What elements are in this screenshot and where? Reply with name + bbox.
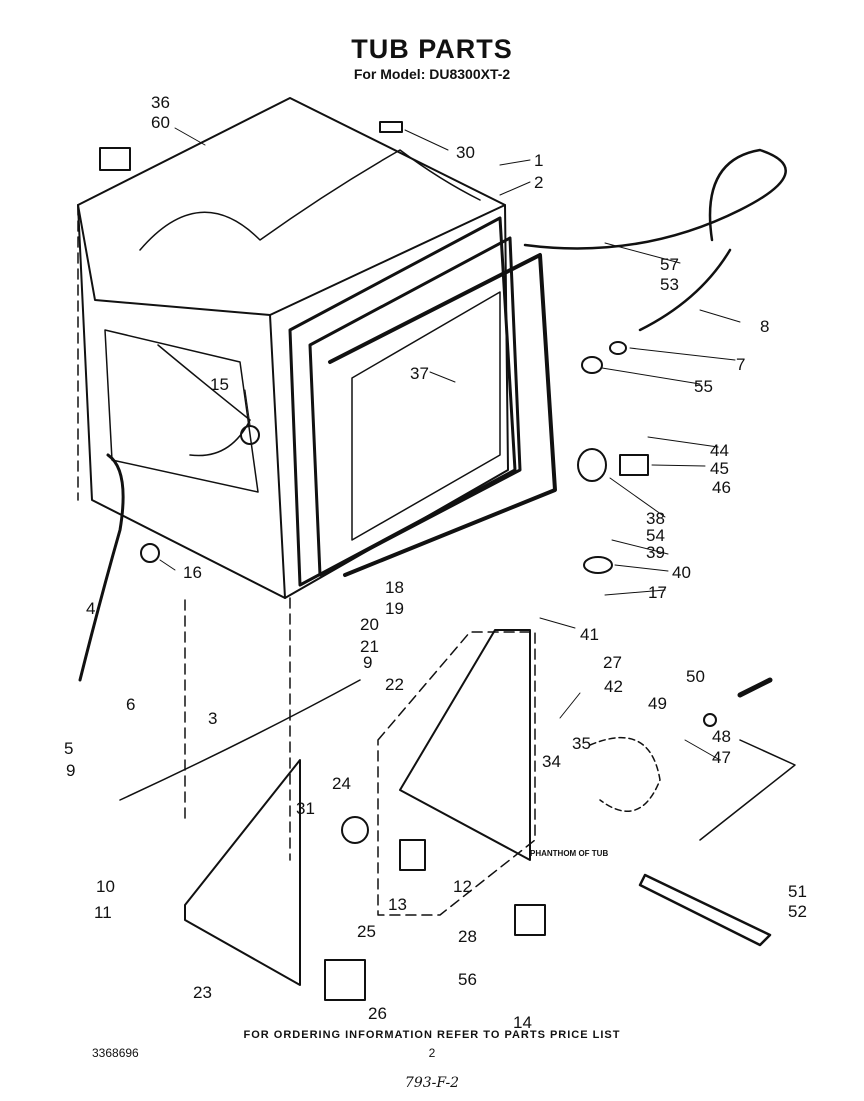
callout-4: 4 <box>86 599 95 618</box>
page-title: TUB PARTS <box>351 34 513 64</box>
callout-20: 20 <box>360 615 379 634</box>
callout-39: 39 <box>646 543 665 562</box>
ordering-note: FOR ORDERING INFORMATION REFER TO PARTS … <box>243 1029 621 1041</box>
callout-6: 6 <box>126 695 135 714</box>
callout-52: 52 <box>788 902 807 921</box>
callout-11: 11 <box>94 903 112 922</box>
part-7-ring <box>609 341 627 355</box>
callout-16: 16 <box>183 563 202 582</box>
tub-interior <box>351 291 501 541</box>
callout-5: 5 <box>64 739 73 758</box>
callout-47: 47 <box>712 748 731 767</box>
callout-45: 45 <box>710 459 729 478</box>
callout-9-a: 9 <box>363 653 372 672</box>
part-24-wheel <box>341 816 369 844</box>
callout-31: 31 <box>296 799 315 818</box>
callout-8: 8 <box>760 317 769 336</box>
callout-60: 60 <box>151 113 170 132</box>
callout-38: 38 <box>646 509 665 528</box>
handwritten-note: 793-F-2 <box>404 1075 460 1091</box>
side-panel <box>104 329 259 493</box>
part-15-nut <box>240 425 260 445</box>
callout-17: 17 <box>648 583 667 602</box>
callout-46: 46 <box>712 478 731 497</box>
part-36-block <box>99 147 131 171</box>
part-55-cap <box>581 356 603 374</box>
callout-25: 25 <box>357 922 376 941</box>
callout-37: 37 <box>410 364 429 383</box>
part-38-float <box>577 448 607 482</box>
callout-13: 13 <box>388 895 407 914</box>
part-28-bracket <box>514 904 546 936</box>
callout-28: 28 <box>458 927 477 946</box>
leader-lines <box>159 127 741 761</box>
document-number: 3368696 <box>92 1046 139 1060</box>
callout-21: 21 <box>360 637 379 656</box>
callout-54: 54 <box>646 526 665 545</box>
wire-harness <box>119 679 361 801</box>
part-30-clip <box>379 121 403 133</box>
heater-bar <box>638 873 772 947</box>
model-subtitle: For Model: DU8300XT-2 <box>353 66 511 82</box>
callout-15: 15 <box>210 375 229 394</box>
part-40-disc <box>583 556 613 574</box>
tub-outline <box>77 97 509 599</box>
part-49-nut <box>703 713 717 727</box>
callout-26: 26 <box>368 1004 387 1023</box>
gasket-inner <box>308 236 522 577</box>
part-16-grommet <box>140 543 160 563</box>
callout-44: 44 <box>710 441 729 460</box>
callout-34: 34 <box>542 752 561 771</box>
callout-7: 7 <box>736 355 745 374</box>
callout-42: 42 <box>604 677 623 696</box>
callout-51: 51 <box>788 882 807 901</box>
callout-40: 40 <box>672 563 691 582</box>
callout-22: 22 <box>385 675 404 694</box>
gasket-seal <box>328 253 557 577</box>
part-45-bracket <box>619 454 649 476</box>
callout-35: 35 <box>572 734 591 753</box>
page-number: 2 <box>428 1046 436 1060</box>
callout-30: 30 <box>456 143 475 162</box>
tub-top-wave <box>139 149 481 251</box>
callout-48: 48 <box>712 727 731 746</box>
left-leg <box>184 759 301 986</box>
callout-55: 55 <box>694 377 713 396</box>
right-leg <box>399 629 531 861</box>
callout-2: 2 <box>534 173 543 192</box>
phantom-tub-hose <box>589 736 661 812</box>
callout-9-b: 9 <box>66 761 75 780</box>
part-26-valve <box>324 959 366 1001</box>
callout-1: 1 <box>534 151 543 170</box>
phantom-tub-note: PHANTHOM OF TUB <box>530 849 608 858</box>
callout-41: 41 <box>580 625 599 644</box>
callout-10: 10 <box>96 877 115 896</box>
callout-12: 12 <box>453 877 472 896</box>
callout-19: 19 <box>385 599 404 618</box>
part-50-valve <box>737 677 773 698</box>
callout-24: 24 <box>332 774 351 793</box>
callout-36: 36 <box>151 93 170 112</box>
callout-49: 49 <box>648 694 667 713</box>
drain-hose <box>78 453 125 682</box>
fill-hose <box>523 148 787 250</box>
gasket-outer <box>288 216 517 587</box>
callout-50: 50 <box>686 667 705 686</box>
callout-14: 14 <box>513 1013 532 1032</box>
callout-53: 53 <box>660 275 679 294</box>
callout-57: 57 <box>660 255 679 274</box>
callout-18: 18 <box>385 578 404 597</box>
part-13-bracket <box>399 839 426 871</box>
phantom-tub-outline <box>377 631 536 916</box>
callout-27: 27 <box>603 653 622 672</box>
callout-23: 23 <box>193 983 212 1002</box>
tub-top-edge <box>77 204 506 316</box>
callout-3: 3 <box>208 709 217 728</box>
callout-56: 56 <box>458 970 477 989</box>
